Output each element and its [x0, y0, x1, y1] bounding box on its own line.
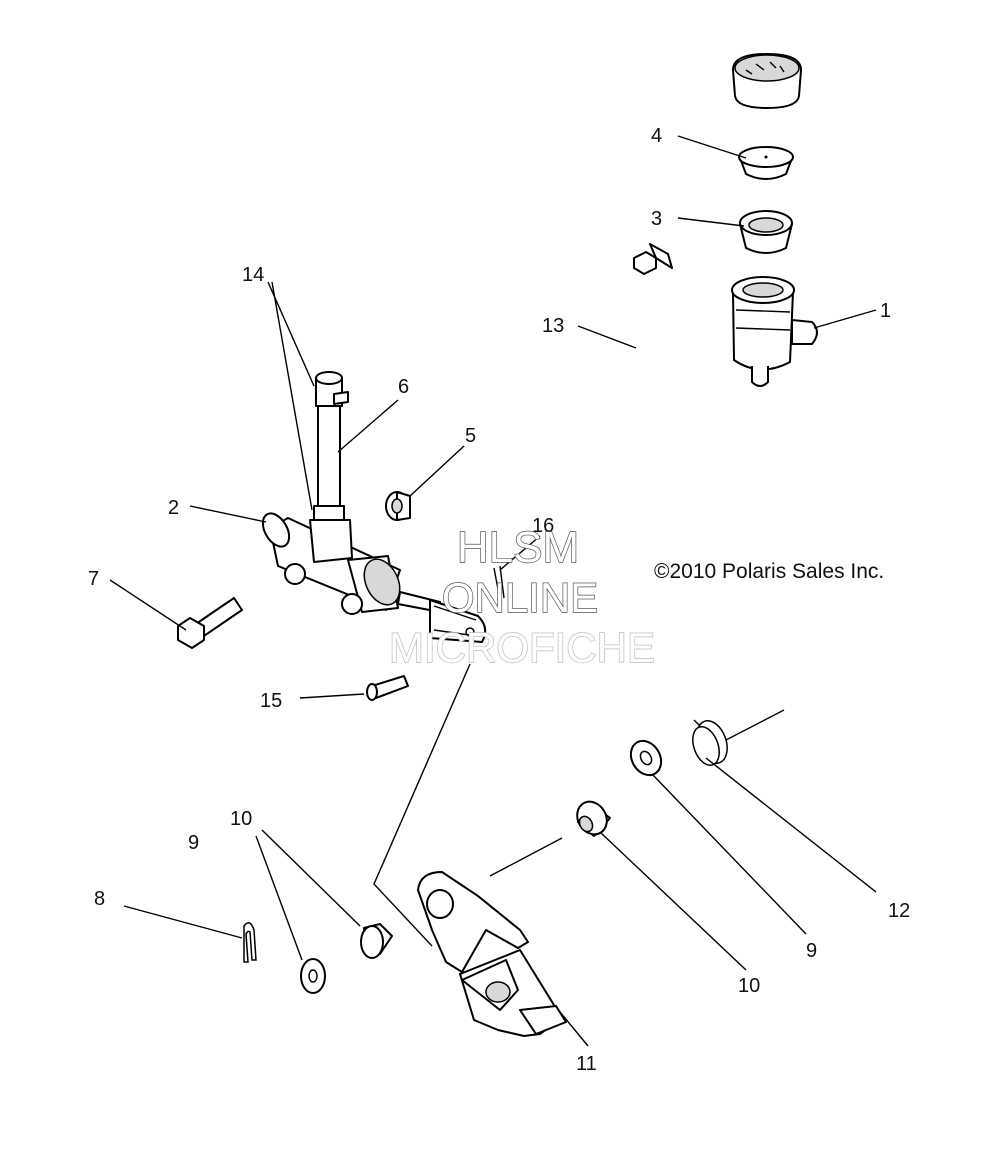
part-12-spring: [692, 719, 728, 766]
part-11-pedal: [417, 871, 567, 1037]
part-5-bushing: [385, 491, 411, 521]
leader-lines: [109, 135, 877, 1047]
callout-15: 15: [260, 690, 282, 712]
callout-2: 2: [168, 497, 179, 519]
callout-3: 3: [651, 208, 662, 230]
part-6-hose: [313, 371, 349, 531]
part-2-master-cylinder: [261, 512, 441, 615]
callout-16: 16: [532, 515, 554, 537]
callout-labels: 1 2 3 4 5 6 7 8 9 9 10 10 11 12 13 14 15…: [88, 125, 910, 1075]
clevis: [429, 599, 487, 643]
callout-1: 1: [880, 300, 891, 322]
callout-14: 14: [242, 264, 264, 286]
part-7-bolt: [177, 597, 243, 649]
callout-5: 5: [465, 425, 476, 447]
callout-9-upper: 9: [806, 940, 817, 962]
watermark: HLSM ONLINE MICROFICHE: [388, 522, 655, 671]
part-1-reservoir: [731, 276, 818, 387]
callout-10-lower: 10: [230, 808, 252, 830]
callout-6: 6: [398, 376, 409, 398]
callout-11: 11: [576, 1053, 597, 1075]
part-15-clevis-pin: [366, 675, 409, 701]
callout-4: 4: [651, 125, 662, 147]
reservoir-cap: [732, 53, 802, 109]
part-9-washer-lower: [300, 958, 326, 994]
callout-10-upper: 10: [738, 975, 760, 997]
callout-13: 13: [542, 315, 564, 337]
copyright-notice: ©2010 Polaris Sales Inc.: [654, 560, 884, 583]
callout-12: 12: [888, 900, 910, 922]
watermark-line-2: ONLINE: [442, 574, 598, 621]
part-3-seal: [739, 210, 793, 254]
part-13-screw: [633, 243, 673, 275]
part-10-bushing-upper: [576, 800, 611, 837]
callout-7: 7: [88, 568, 99, 590]
callout-9-lower: 9: [188, 832, 199, 854]
part-16-pin: [493, 565, 505, 601]
part-4-diaphragm: [738, 146, 794, 180]
part-10-bushing-lower: [360, 923, 393, 959]
callout-8: 8: [94, 888, 105, 910]
watermark-line-3: MICROFICHE: [389, 624, 655, 671]
watermark-line-1: HLSM: [457, 523, 579, 572]
part-8-cotter-pin: [243, 922, 257, 963]
part-9-washer-upper: [629, 739, 663, 777]
